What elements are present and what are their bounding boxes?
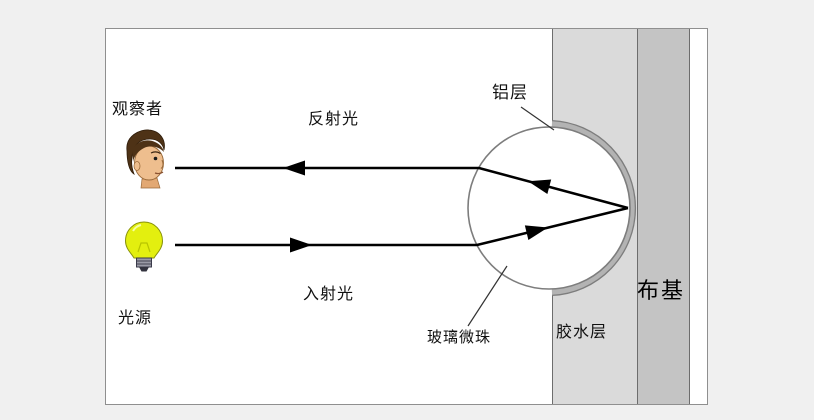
aluminum-layer-label: 铝层 [492, 83, 528, 103]
light-bulb-icon [124, 221, 164, 272]
reflected-arrowhead [283, 160, 305, 176]
aluminum-pointer-line [520, 106, 555, 131]
incident-arrowhead [290, 237, 312, 253]
aluminum-coating-outer-edge [552, 119, 636, 297]
reflected-ray-line [175, 166, 629, 210]
reflected-light-label: 反射光 [308, 109, 360, 128]
light-source-label: 光源 [118, 308, 153, 327]
aluminum-coating-arc [551, 120, 636, 296]
reflected-inside-arrowhead [528, 179, 552, 195]
glass-bead-circle [467, 126, 631, 290]
fabric-base-band [638, 29, 690, 404]
bead-pointer-line [467, 265, 508, 327]
glue-layer-label: 胶水层 [556, 322, 608, 341]
incident-ray-line [175, 206, 629, 247]
incident-light-label: 入射光 [303, 284, 355, 303]
fabric-base-label: 布基 [637, 279, 686, 304]
incident-inside-arrowhead [524, 225, 548, 240]
glass-bead-label: 玻璃微珠 [427, 328, 492, 346]
observer-label: 观察者 [112, 99, 164, 118]
observer-face-icon [126, 129, 165, 189]
